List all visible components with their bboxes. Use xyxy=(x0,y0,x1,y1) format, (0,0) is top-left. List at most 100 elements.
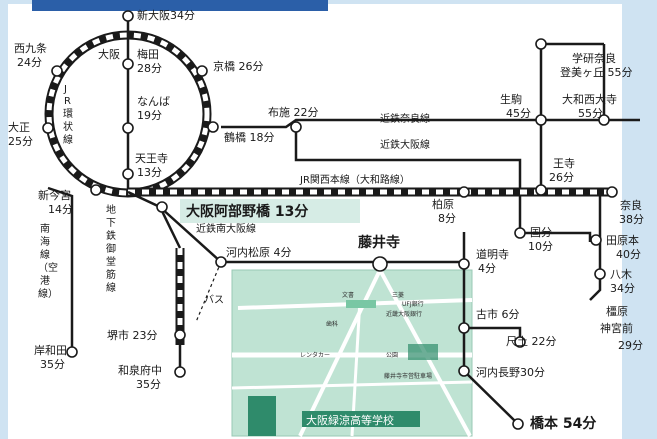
midosuji-char: 御 xyxy=(106,242,116,255)
map-label-ufj: UFJ銀行 xyxy=(402,300,424,308)
label-abenobashi: 大阪阿部野橋 13分 xyxy=(186,203,308,220)
nankai-char: 港 xyxy=(40,275,50,287)
station-nishikujo xyxy=(51,65,63,77)
label-sakai: 堺市 23分 xyxy=(107,328,158,342)
map-label-park: 公園 xyxy=(386,352,398,359)
line-label-jr-loop: J R 環 状 線 xyxy=(63,84,73,146)
label-gakken-2: 登美ヶ丘 55分 xyxy=(560,65,633,79)
school-area-map: 大阪緑涼高等学校 文書 三菱 UFJ銀行 近畿大阪銀行 歯科 レンタカー 公園 … xyxy=(231,269,473,437)
label-tsuruhashi: 鶴橋 18分 xyxy=(224,130,275,144)
station-izumifuchu xyxy=(174,366,186,378)
label-taisho: 大正 xyxy=(8,120,30,134)
label-kawachinagano: 河内長野30分 xyxy=(476,365,545,379)
line-label-kintetsu-nara: 近鉄奈良線 xyxy=(380,112,430,125)
jr-loop-char: 環 xyxy=(63,108,73,120)
label-hashimoto: 橋本 54分 xyxy=(530,415,596,432)
school-label-box xyxy=(302,411,420,427)
station-fuse xyxy=(290,121,302,133)
label-domyoji-time: 4分 xyxy=(478,262,496,275)
nankai-char: （空 xyxy=(38,261,58,274)
label-ikoma: 生駒 xyxy=(500,92,522,106)
station-kyobashi xyxy=(196,65,208,77)
station-domyoji xyxy=(458,258,470,270)
label-shinosaka: 新大阪34分 xyxy=(137,8,195,22)
midosuji-char: 鉄 xyxy=(106,229,116,242)
map-label-rental: レンタカー xyxy=(300,351,330,359)
station-fujiidera xyxy=(372,256,388,272)
jr-loop-char: J xyxy=(63,84,67,95)
label-nishikujo: 西九条 xyxy=(14,41,47,55)
station-furuichi xyxy=(458,322,470,334)
header-bar xyxy=(32,0,328,11)
kintetsu-yagi-link xyxy=(589,275,602,301)
midosuji-char: 下 xyxy=(106,218,116,229)
station-oji xyxy=(535,184,547,196)
label-namba: なんば xyxy=(137,95,170,108)
school-block xyxy=(248,396,276,436)
nankai-char: 線） xyxy=(38,287,58,300)
label-umeda: 梅田 xyxy=(137,47,159,61)
label-kashiwara-time: 8分 xyxy=(438,212,456,225)
label-furuichi: 古市 6分 xyxy=(476,307,520,321)
label-izumifuchu-time: 35分 xyxy=(136,378,161,391)
station-shinimamiya xyxy=(90,184,102,196)
map-label-sanmei: 三菱 xyxy=(392,291,404,299)
label-kokubu: 国分 xyxy=(530,226,552,239)
school-name-label: 大阪緑涼高等学校 xyxy=(306,413,394,427)
label-tennoji: 天王寺 xyxy=(135,152,168,165)
station-kashiwara xyxy=(458,186,470,198)
label-umeda-time: 28分 xyxy=(137,62,162,75)
jr-loop-line-stripes xyxy=(46,32,210,196)
station-sakai xyxy=(174,329,186,341)
station-tawaramoto xyxy=(590,234,602,246)
station-kokubu xyxy=(514,227,526,239)
midosuji-char: 地 xyxy=(106,203,116,216)
station-hashimoto xyxy=(512,418,524,430)
line-label-jr-kansai: JR関西本線（大和路線） xyxy=(299,173,410,186)
label-yagi: 八木 xyxy=(610,268,632,281)
label-yamato-saidaiji-time: 55分 xyxy=(578,107,603,120)
label-kashihara-jingu-1: 橿原 xyxy=(606,305,628,318)
label-kashihara-jingu-3: 29分 xyxy=(618,339,643,352)
station-abenobashi xyxy=(156,201,168,213)
station-tsuruhashi xyxy=(207,121,219,133)
label-fuse: 布施 22分 xyxy=(268,106,319,119)
label-kyobashi: 京橋 26分 xyxy=(213,59,264,73)
label-domyoji: 道明寺 xyxy=(476,247,509,261)
map-label-parking: 藤井寺市営駐車場 xyxy=(384,372,432,380)
label-shinimamiya-time: 14分 xyxy=(48,203,73,216)
label-nara-time: 38分 xyxy=(619,213,644,226)
line-label-kintetsu-osaka: 近鉄大阪線 xyxy=(380,138,430,151)
jr-loop-char: 状 xyxy=(63,120,73,133)
station-namba xyxy=(122,122,134,134)
station-tennoji xyxy=(122,168,134,180)
line-label-kintetsu-minami-osaka: 近鉄南大阪線 xyxy=(196,222,256,235)
label-tennoji-time: 13分 xyxy=(137,166,162,179)
line-label-nankai: 南 海 線 （空 港 線） xyxy=(38,222,58,300)
map-label-bunkyo: 文書 xyxy=(342,291,354,299)
school-map-road xyxy=(298,269,382,437)
line-label-bus: バス xyxy=(204,294,224,306)
nankai-char: 南 xyxy=(40,222,50,235)
nankai-char: 海 xyxy=(40,235,50,248)
label-nishikujo-time: 24分 xyxy=(17,56,42,69)
label-kishiwada-time: 35分 xyxy=(40,358,65,371)
label-ikoma-time: 45分 xyxy=(506,107,531,120)
nankai-char: 線 xyxy=(40,248,50,261)
station-nara xyxy=(606,186,618,198)
school-map-road xyxy=(231,380,473,390)
abenobashi-highlight-box xyxy=(180,199,360,223)
label-namba-time: 19分 xyxy=(137,109,162,122)
station-umeda xyxy=(122,58,134,70)
label-tawaramoto-time: 40分 xyxy=(616,248,641,261)
kintetsu-nara-line xyxy=(221,118,640,129)
label-nara: 奈良 xyxy=(620,198,642,212)
label-shakudo: 尺土 22分 xyxy=(506,335,557,348)
label-fujiidera: 藤井寺 xyxy=(358,234,400,251)
label-gakken: 学研奈良 xyxy=(572,51,616,65)
label-taisho-time: 25分 xyxy=(8,135,33,148)
jr-loop-char: R xyxy=(64,96,71,107)
label-kawachimatsubara: 河内松原 4分 xyxy=(226,245,292,259)
midosuji-char: 線 xyxy=(106,281,116,294)
label-kishiwada: 岸和田 xyxy=(34,344,67,357)
